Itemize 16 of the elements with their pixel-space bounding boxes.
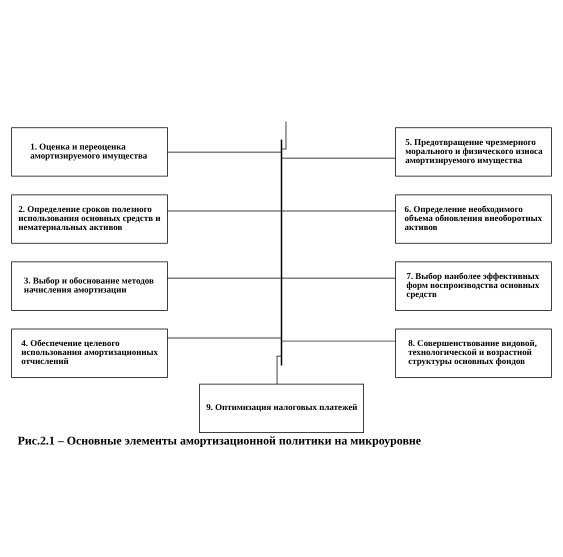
connector — [276, 356, 282, 384]
node-box: 3. Выбор и обоснование методов начисления амортизации — [11, 262, 168, 311]
node-box: 1. Оценка и переоценка амортизируемого имущества — [11, 127, 168, 177]
node-box: 7. Выбор наиболее эффективных форм воспроизводства основных средств — [395, 262, 552, 311]
node-box: 4. Обеспечение целевого использования амортизационных отчислений — [11, 328, 168, 378]
connector — [282, 210, 396, 212]
connector — [282, 121, 286, 150]
node-box: 5. Предотвращение чрезмерного морального и физического износа амортизируемого имущества — [395, 127, 552, 177]
node-box: 9. Оптимизация налоговых платежей — [199, 384, 364, 433]
connector — [167, 210, 282, 212]
node-box: 6. Определение необходимого объема обновления внеоборотных активов — [395, 194, 552, 244]
node-bar — [280, 140, 282, 366]
connector — [282, 340, 396, 342]
node-box: 8. Совершенствование видовой, технологической и возрастной структуры основных фондов — [395, 328, 552, 378]
node-box: 2. Определение сроков полезного использования основных средств и нематериальных активов — [11, 194, 168, 244]
caption: Рис.2.1 – Основные элементы амортизационной политики на микроуровне — [18, 433, 422, 448]
